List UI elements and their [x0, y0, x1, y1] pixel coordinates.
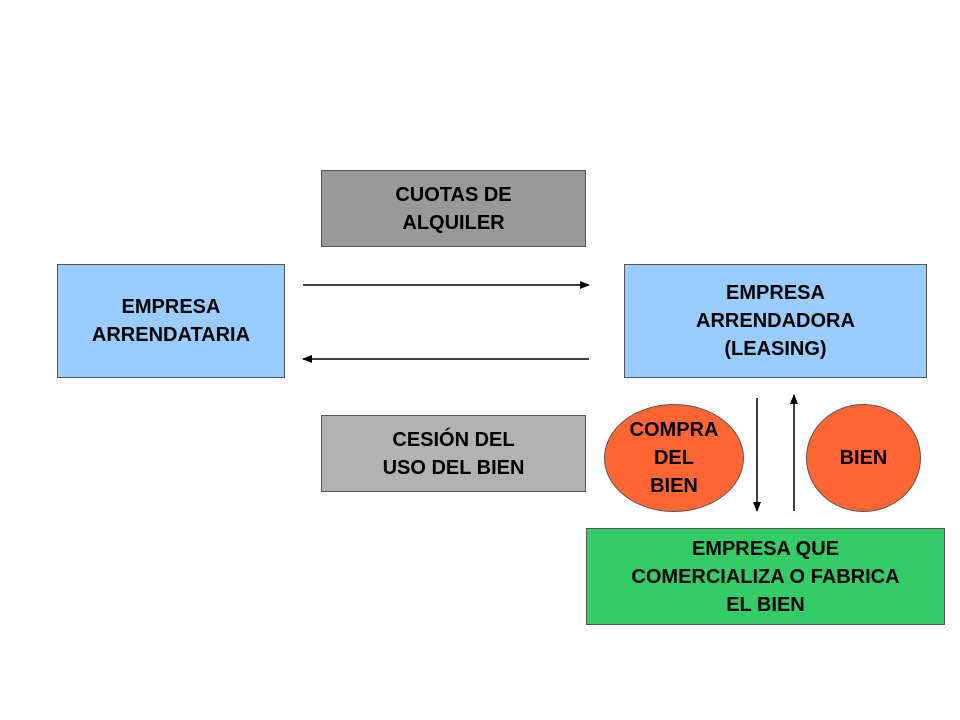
- bien-line-1: BIEN: [839, 447, 888, 469]
- fabricante-line-2: COMERCIALIZA O FABRICA: [631, 565, 900, 588]
- compra-del-bien-ellipse: COMPRA DEL BIEN: [604, 404, 744, 512]
- arrendataria-line-2: ARRENDATARIA: [91, 324, 251, 346]
- arrendadora-line-3: (LEASING): [724, 338, 827, 360]
- compra-line-3: BIEN: [650, 475, 698, 497]
- empresa-arrendataria-box: EMPRESA ARRENDATARIA: [57, 264, 285, 378]
- compra-line-1: COMPRA: [629, 419, 719, 441]
- cesion-line-2: USO DEL BIEN: [382, 456, 525, 479]
- compra-line-2: DEL: [653, 447, 694, 469]
- empresa-arrendadora-box: EMPRESA ARRENDADORA (LEASING): [624, 264, 927, 378]
- cuotas-line-2: ALQUILER: [402, 211, 505, 234]
- arrendataria-line-1: EMPRESA: [121, 296, 221, 318]
- bien-ellipse: BIEN: [806, 404, 921, 512]
- cuotas-de-alquiler-box: CUOTAS DE ALQUILER: [321, 170, 586, 247]
- cuotas-line-1: CUOTAS DE: [395, 183, 512, 206]
- fabricante-line-3: EL BIEN: [726, 593, 805, 616]
- cesion-del-uso-box: CESIÓN DEL USO DEL BIEN: [321, 415, 586, 492]
- arrendadora-line-1: EMPRESA: [726, 282, 825, 304]
- fabricante-line-1: EMPRESA QUE: [691, 537, 840, 560]
- cesion-line-1: CESIÓN DEL: [392, 428, 515, 451]
- arrendadora-line-2: ARRENDADORA: [696, 310, 855, 332]
- empresa-fabricante-box: EMPRESA QUE COMERCIALIZA O FABRICA EL BI…: [586, 528, 945, 625]
